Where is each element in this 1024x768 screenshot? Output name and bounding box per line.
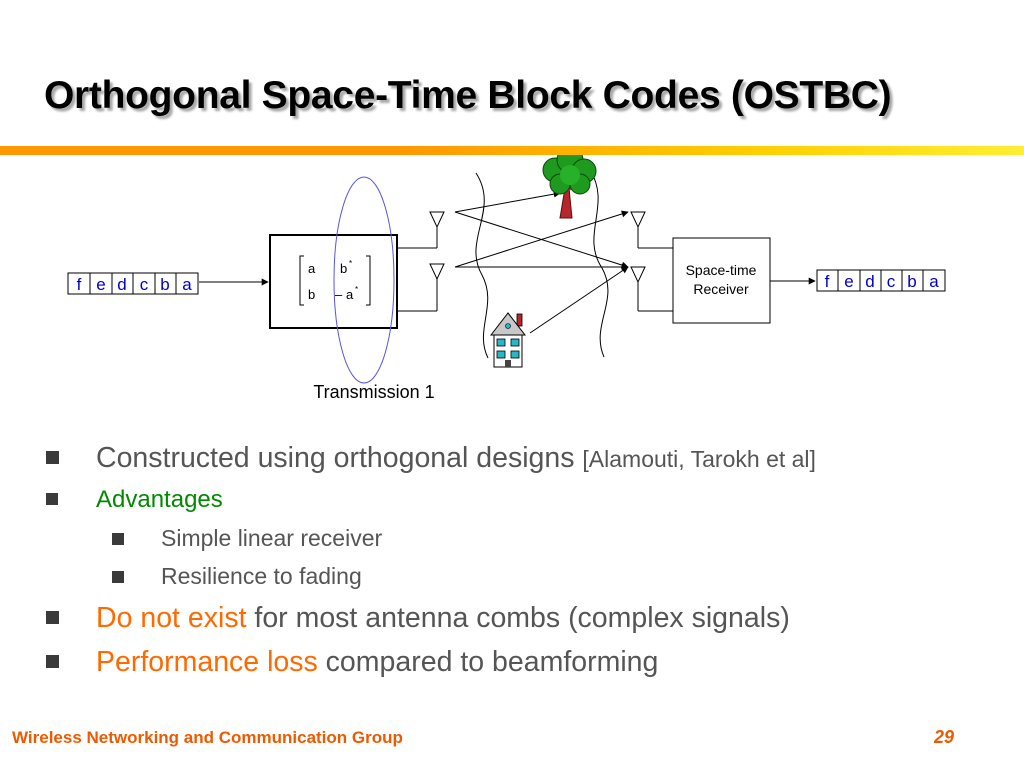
matrix-entry: b: [308, 287, 315, 302]
title-divider: [0, 146, 1024, 155]
receiver-label-line2: Receiver: [693, 281, 749, 297]
input-symbol: f: [77, 275, 82, 294]
bullet-text: for most antenna combs (complex signals): [246, 602, 790, 634]
rx-antenna-2: [630, 266, 673, 312]
house-icon: [489, 312, 527, 368]
code-matrix: a b * b – a *: [299, 255, 371, 306]
ostbc-diagram: f e d c b a a b * b – a *: [67, 155, 946, 402]
input-symbol: d: [117, 275, 126, 294]
tx-antenna-1: [429, 211, 445, 248]
bullet-marker: [46, 655, 59, 668]
input-symbol-strip: f e d c b a: [67, 272, 199, 295]
scattering-boundary-left: [475, 172, 489, 359]
input-symbol: b: [160, 275, 169, 294]
bullet-text: Simple linear receiver: [161, 525, 383, 551]
bullet-marker: [112, 533, 124, 545]
output-symbol: f: [825, 272, 830, 291]
transmission-highlight-ellipse: [333, 176, 395, 384]
transmission-label: Transmission 1: [313, 382, 434, 402]
output-symbol: b: [907, 272, 916, 291]
footer-group-name: Wireless Networking and Communication Gr…: [12, 728, 403, 747]
matrix-entry: a: [346, 287, 354, 302]
tx-antenna-2: [429, 263, 445, 311]
bullet-text: Constructed using orthogonal designs: [96, 442, 583, 474]
bullet-marker: [46, 611, 59, 624]
bullet-marker: [46, 451, 59, 464]
matrix-entry: a: [308, 261, 316, 276]
rx-antenna-1: [630, 211, 673, 249]
input-symbol: c: [140, 275, 149, 294]
space-time-receiver-box: [672, 237, 771, 324]
input-symbol: a: [182, 275, 192, 294]
propagation-paths: [454, 190, 629, 334]
matrix-conjugate-mark: *: [355, 285, 358, 294]
scattering-boundary-right: [589, 169, 609, 358]
page-number: 29: [934, 727, 955, 747]
output-symbol: d: [865, 272, 874, 291]
slide-title: Orthogonal Space-Time Block Codes (OSTBC…: [44, 74, 892, 117]
bullet-marker: [46, 493, 58, 505]
highlight-text: Performance loss: [96, 646, 318, 678]
receiver-label-line1: Space-time: [686, 262, 757, 278]
bullet-text: compared to beamforming: [317, 646, 659, 678]
bullet-text: Resilience to fading: [161, 563, 362, 589]
matrix-entry: b: [340, 261, 347, 276]
output-symbol: a: [929, 272, 939, 291]
output-symbol: e: [844, 272, 853, 291]
citation-text: [Alamouti, Tarokh et al]: [582, 446, 816, 472]
bullet-marker: [112, 571, 124, 583]
highlight-text: Do not exist: [96, 602, 247, 634]
tree-icon: [542, 155, 597, 219]
output-symbol-strip: f e d c b a: [816, 269, 946, 292]
matrix-minus-sign: –: [335, 287, 343, 302]
bullet-text: Advantages: [96, 486, 223, 513]
input-symbol: e: [96, 275, 105, 294]
output-symbol: c: [887, 272, 896, 291]
matrix-conjugate-mark: *: [349, 259, 352, 268]
encoder-box: [269, 234, 398, 329]
